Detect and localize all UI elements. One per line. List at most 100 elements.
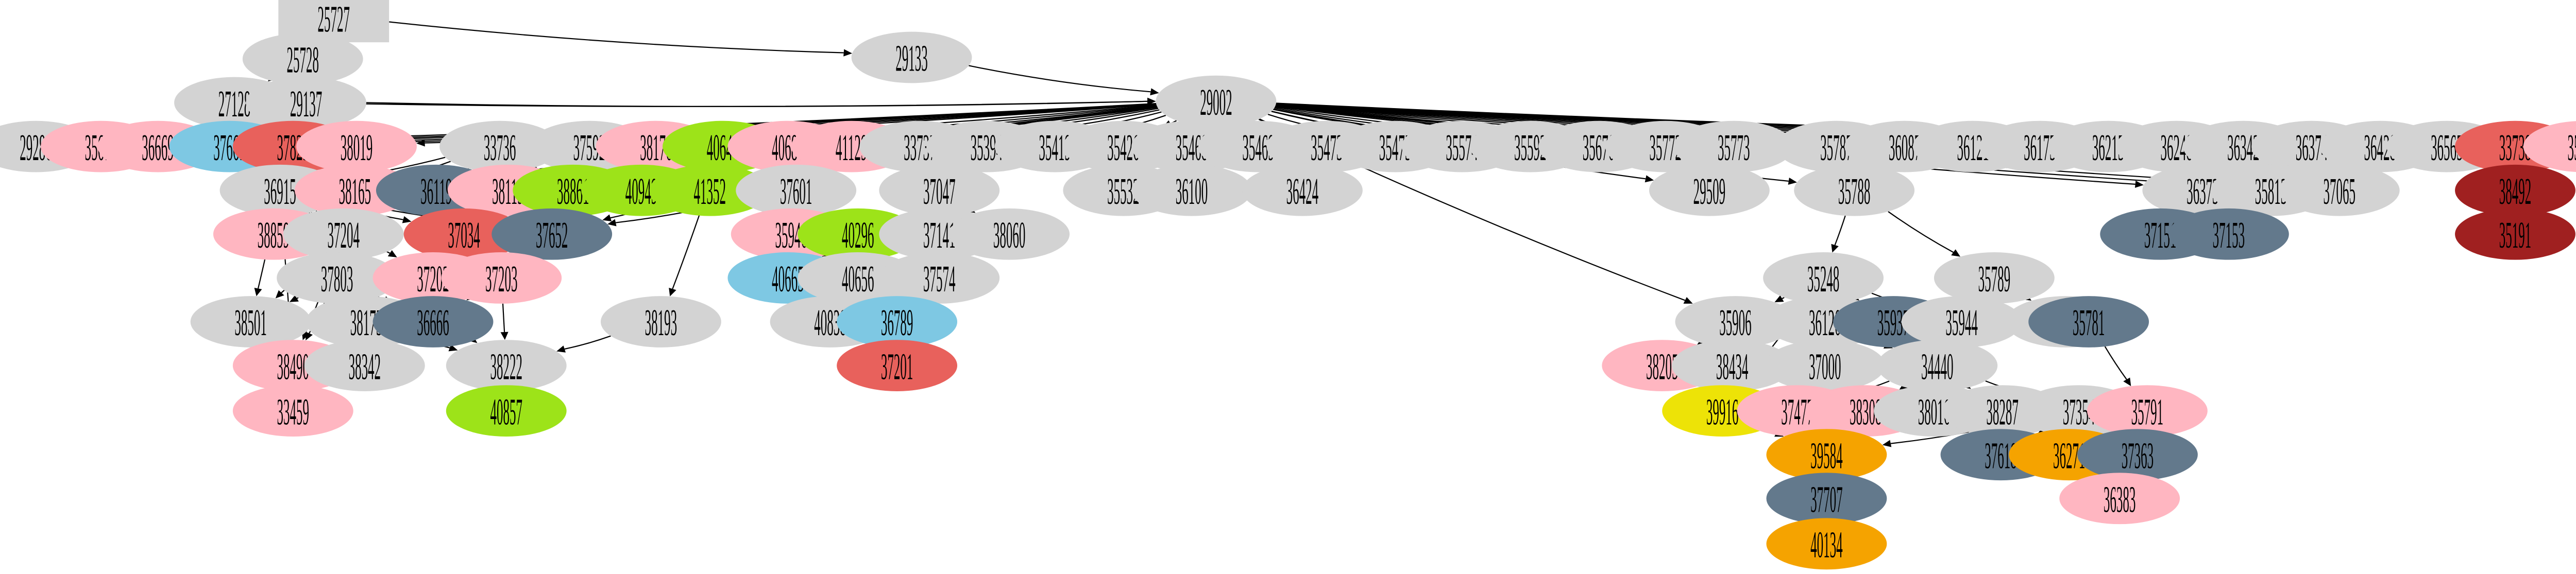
graph-node[interactable]: 37652 [492, 208, 613, 260]
graph-node-shape[interactable] [2455, 208, 2575, 260]
graph-node-shape[interactable] [1131, 164, 1252, 216]
graph-edge-arrowhead [402, 216, 412, 223]
graph-node[interactable]: 37707 [1766, 473, 1887, 525]
graph-node-shape[interactable] [1877, 340, 1998, 391]
graph-node[interactable]: 37201 [837, 340, 958, 391]
graph-edge-arrowhead [1882, 440, 1892, 447]
graph-node[interactable]: 36789 [837, 296, 958, 347]
graph-node-shape[interactable] [1901, 296, 2022, 347]
graph-node-shape[interactable] [649, 164, 770, 216]
graph-edge-arrowhead [2123, 377, 2131, 387]
graph-node-shape[interactable] [1649, 164, 1770, 216]
graph-node-shape[interactable] [2059, 473, 2180, 525]
graph-node[interactable]: 37047 [879, 164, 1000, 216]
graph-node[interactable]: 36666 [372, 296, 494, 347]
graph-node-shape[interactable] [296, 120, 417, 172]
graph-node-shape[interactable] [1766, 518, 1887, 570]
graph-node-shape[interactable] [837, 340, 958, 391]
graph-node-shape[interactable] [439, 120, 560, 172]
graph-node[interactable]: 37204 [283, 208, 404, 260]
graph-node-shape[interactable] [600, 296, 721, 347]
graph-node-shape[interactable] [1763, 252, 1884, 304]
graph-node[interactable]: 34440 [1877, 340, 1998, 391]
graph-edge-arrowhead [1645, 175, 1654, 183]
graph-node[interactable]: 35248 [1763, 252, 1884, 304]
graph-node-shape[interactable] [1242, 164, 1363, 216]
graph-node[interactable]: 29137 [246, 77, 366, 129]
graph-node-shape[interactable] [2077, 429, 2198, 481]
graph-node-shape[interactable] [736, 164, 857, 216]
graph-node-shape[interactable] [304, 340, 425, 391]
graph-node-shape[interactable] [190, 296, 311, 347]
graph-node-shape[interactable] [1934, 252, 2055, 304]
graph-node[interactable]: 37000 [1765, 340, 1886, 391]
graph-node-shape[interactable] [2087, 385, 2208, 437]
graph-node[interactable]: 29002 [1156, 75, 1277, 127]
graph-node[interactable]: 38342 [304, 340, 425, 391]
graph-node-shape[interactable] [446, 385, 567, 437]
graph-node-shape[interactable] [242, 33, 363, 85]
graph-node[interactable]: 35788 [1794, 164, 1915, 216]
graph-node[interactable]: 40134 [1766, 518, 1887, 570]
graph-node-shape[interactable] [1766, 429, 1887, 481]
graph-node[interactable]: 40857 [446, 385, 567, 437]
graph-node-shape[interactable] [1794, 164, 1915, 216]
graph-node[interactable]: 37153 [2168, 208, 2289, 260]
graph-node[interactable]: 35773 [1673, 120, 1794, 172]
graph-node[interactable]: 38193 [600, 296, 721, 347]
graph-node[interactable]: 36383 [2059, 473, 2180, 525]
graph-node[interactable]: 37065 [2279, 164, 2400, 216]
graph-node-shape[interactable] [283, 208, 404, 260]
graph-node-shape[interactable] [837, 296, 958, 347]
graph-node-shape[interactable] [403, 208, 524, 260]
graph-edge-arrowhead [1788, 177, 1797, 185]
graph-node[interactable]: 38492 [2455, 164, 2575, 216]
graph-node[interactable]: 29509 [1649, 164, 1770, 216]
graph-node[interactable]: 37601 [736, 164, 857, 216]
graph-edge-arrowhead [2134, 180, 2144, 188]
graph-node-shape[interactable] [1766, 473, 1887, 525]
graph-node[interactable]: 35791 [2087, 385, 2208, 437]
graph-node[interactable]: 38019 [296, 120, 417, 172]
graph-node[interactable]: 39584 [1766, 429, 1887, 481]
graph-node-shape[interactable] [441, 252, 562, 304]
graph-node[interactable]: 29133 [851, 31, 972, 83]
graph-node[interactable]: 38501 [190, 296, 311, 347]
graph-node[interactable]: 38060 [949, 208, 1070, 260]
graph-node-shape[interactable] [1675, 296, 1796, 347]
graph-node-shape[interactable] [851, 31, 972, 83]
graph-node[interactable]: 37574 [879, 252, 1000, 304]
graph-edge-arrowhead [1683, 297, 1693, 304]
graph-node-shape[interactable] [446, 340, 567, 391]
graph-node[interactable]: 37363 [2077, 429, 2198, 481]
graph-node[interactable]: 35781 [2028, 296, 2149, 347]
graph-node-shape[interactable] [949, 208, 1070, 260]
graph-node-shape[interactable] [372, 296, 494, 347]
graph-node-shape[interactable] [1672, 340, 1793, 391]
graph-node-shape[interactable] [2168, 208, 2289, 260]
graph-node[interactable]: 36100 [1131, 164, 1252, 216]
graph-node[interactable]: 38222 [446, 340, 567, 391]
graph-node-shape[interactable] [1673, 120, 1794, 172]
graph-node[interactable]: 33459 [232, 385, 353, 437]
graph-node[interactable]: 35191 [2455, 208, 2575, 260]
graph-node-shape[interactable] [879, 164, 1000, 216]
graph-node-shape[interactable] [232, 385, 353, 437]
graph-node-shape[interactable] [277, 252, 398, 304]
graph-node[interactable]: 37203 [441, 252, 562, 304]
graph-node-shape[interactable] [2523, 121, 2576, 172]
graph-node-shape[interactable] [2279, 164, 2400, 216]
graph-node-shape[interactable] [2028, 296, 2149, 347]
graph-node-shape[interactable] [1765, 340, 1886, 391]
graph-node-shape[interactable] [2455, 164, 2575, 216]
graph-node[interactable]: 35789 [1934, 252, 2055, 304]
graph-node[interactable]: 25728 [242, 33, 363, 85]
graph-edge-arrowhead [607, 219, 617, 227]
graph-node-shape[interactable] [1156, 75, 1277, 127]
graph-node-shape[interactable] [879, 252, 1000, 304]
graph-node[interactable]: 35944 [1901, 296, 2022, 347]
graph-node-shape[interactable] [492, 208, 613, 260]
graph-node[interactable]: 36424 [1242, 164, 1363, 216]
graph-node-shape[interactable] [246, 77, 366, 129]
graph-edge-arrowhead [1951, 249, 1961, 257]
